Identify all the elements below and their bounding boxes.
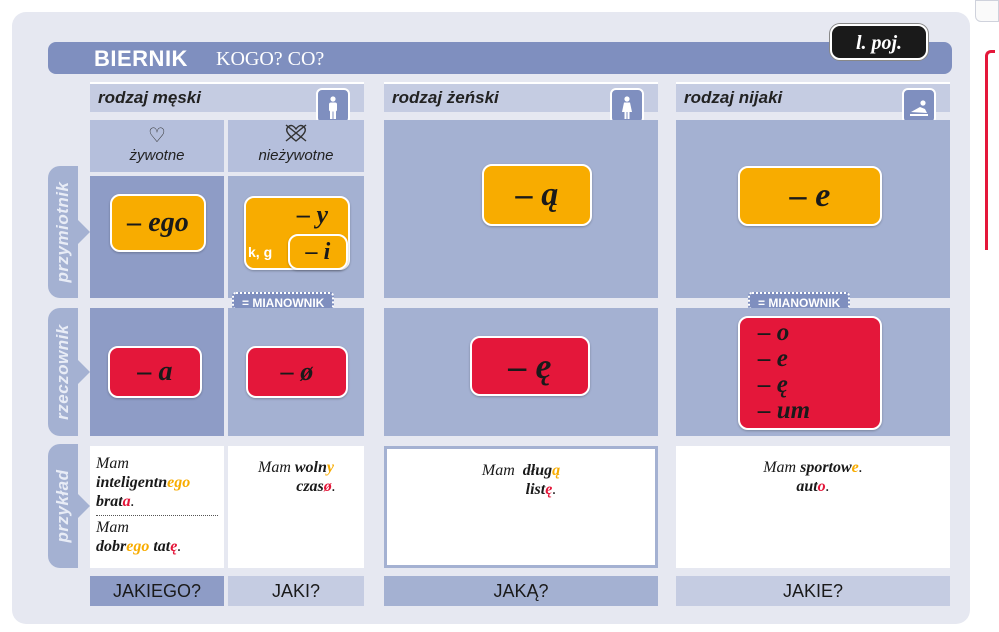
example-inan-adj-stem: woln: [294, 459, 327, 476]
adjective-label: przymiotnik: [53, 181, 72, 283]
question-jakie: JAKIE?: [676, 576, 950, 606]
example-neut-adj-stem: sportow: [800, 459, 852, 476]
example-adj-1: inteligentnego: [96, 473, 218, 492]
ending-adj-masc-inan-kg: – i: [288, 234, 348, 270]
example-inan-line-2: czasø.: [236, 477, 356, 496]
example-adj-1-stem: inteligentn: [96, 474, 168, 491]
example-noun-1-stem: brat: [96, 493, 123, 510]
example-noun-1: brata.: [96, 492, 218, 511]
subhead-animate: ♡ żywotne: [90, 120, 224, 172]
example-inan-mam: Mam: [257, 459, 291, 476]
question-jakiego: JAKIEGO?: [90, 576, 224, 606]
example-label: przykład: [53, 469, 72, 543]
noun-arrow: [78, 360, 90, 384]
example-noun-2-stem: tat: [153, 538, 171, 555]
example-fem-noun-stem: list: [525, 481, 546, 498]
subhead-inanimate: nieżywotne: [228, 120, 364, 172]
example-inan-noun-stem: czas: [296, 478, 324, 495]
question-jaki: JAKI?: [228, 576, 364, 606]
example-fem-line-1: Mam długą: [395, 461, 647, 480]
row-label-adjective: przymiotnik: [48, 166, 78, 298]
ending-noun-neut-e: – e: [758, 345, 788, 372]
child-icon: [902, 88, 936, 124]
example-fem-adj-end: ą: [552, 462, 561, 479]
example-adj-2-stem: dobr: [96, 538, 127, 555]
gender-label-fem: rodzaj żeński: [392, 88, 499, 107]
example-neut-mam: Mam: [763, 459, 797, 476]
example-divider: [96, 515, 218, 516]
example-inan-noun-end: ø: [323, 478, 332, 495]
example-inan-dot: .: [331, 478, 336, 495]
noun-label: rzeczownik: [53, 324, 72, 420]
example-inan-adj-end: y: [326, 459, 334, 476]
example-neut-noun-end: o: [817, 478, 826, 495]
example-fem: Mam długą listę.: [384, 446, 658, 568]
example-fem-line-2: listę.: [395, 480, 647, 499]
example-fem-adj-stem: dług: [522, 462, 553, 479]
ending-adj-fem: – ą: [482, 164, 592, 226]
gender-label-neut: rodzaj nijaki: [684, 88, 783, 107]
ending-noun-fem: – ę: [470, 336, 590, 396]
example-neut-noun-stem: aut: [796, 478, 818, 495]
example-fem-mam: Mam: [481, 462, 515, 479]
ending-noun-neut-um: – um: [758, 397, 811, 424]
example-fem-dot: .: [552, 481, 557, 498]
example-mam-2: Mam: [96, 519, 129, 536]
ending-noun-masc-anim: – a: [108, 346, 202, 398]
example-masc-anim: Mam inteligentnego brata. Mam dobrego ta…: [90, 446, 224, 568]
window-corner-tab: [975, 0, 999, 22]
example-neut: Mam sportowe. auto.: [676, 446, 950, 568]
example-adj-2-end: ego: [126, 538, 150, 555]
inanimate-label: nieżywotne: [258, 147, 334, 164]
number-badge: l. poj.: [830, 24, 928, 60]
example-line-2: dobrego tatę.: [96, 537, 218, 556]
row-label-example: przykład: [48, 444, 78, 568]
adjective-arrow: [78, 220, 90, 244]
example-inan-line-1: Mam wolny: [236, 458, 356, 477]
example-dot-2: .: [177, 538, 182, 555]
example-arrow: [78, 494, 90, 518]
crossed-heart-icon: [228, 123, 364, 149]
woman-icon: [610, 88, 644, 124]
ending-adj-neut: – e: [738, 166, 882, 226]
ending-noun-neut-o: – o: [758, 319, 790, 346]
example-mam-1: Mam: [96, 455, 129, 472]
case-questions: KOGO? CO?: [216, 48, 325, 70]
example-adj-1-end: ego: [167, 474, 191, 491]
gender-label-masc: rodzaj męski: [98, 88, 201, 107]
header-bar: [48, 42, 952, 74]
ending-noun-neut-e-ogonek: – ę: [758, 371, 788, 398]
example-masc-inan: Mam wolny czasø.: [228, 446, 364, 568]
ending-adj-masc-inan: – y: [296, 200, 328, 229]
question-jaka: JAKĄ?: [384, 576, 658, 606]
man-icon: [316, 88, 350, 124]
example-dot-1: .: [130, 493, 135, 510]
animate-label: żywotne: [129, 147, 185, 164]
example-neut-dot-2: .: [825, 478, 830, 495]
ending-noun-neut-box: – o – e – ę – um: [738, 316, 882, 430]
row-label-noun: rzeczownik: [48, 308, 78, 436]
example-neut-line-2: auto.: [684, 477, 942, 496]
example-neut-adj-end: e: [851, 459, 859, 476]
case-title: BIERNIK: [94, 46, 188, 71]
example-noun-1-end: a: [122, 493, 131, 510]
ending-adj-masc-anim: – ego: [110, 194, 206, 252]
example-noun-2-end: ę: [170, 538, 178, 555]
ending-noun-masc-inan: – ø: [246, 346, 348, 398]
kg-label: k, g: [248, 244, 273, 260]
next-card-edge: [985, 50, 995, 250]
heart-icon: ♡: [148, 125, 166, 147]
example-fem-noun-end: ę: [545, 481, 553, 498]
example-neut-dot-1: .: [858, 459, 863, 476]
example-neut-line-1: Mam sportowe.: [684, 458, 942, 477]
